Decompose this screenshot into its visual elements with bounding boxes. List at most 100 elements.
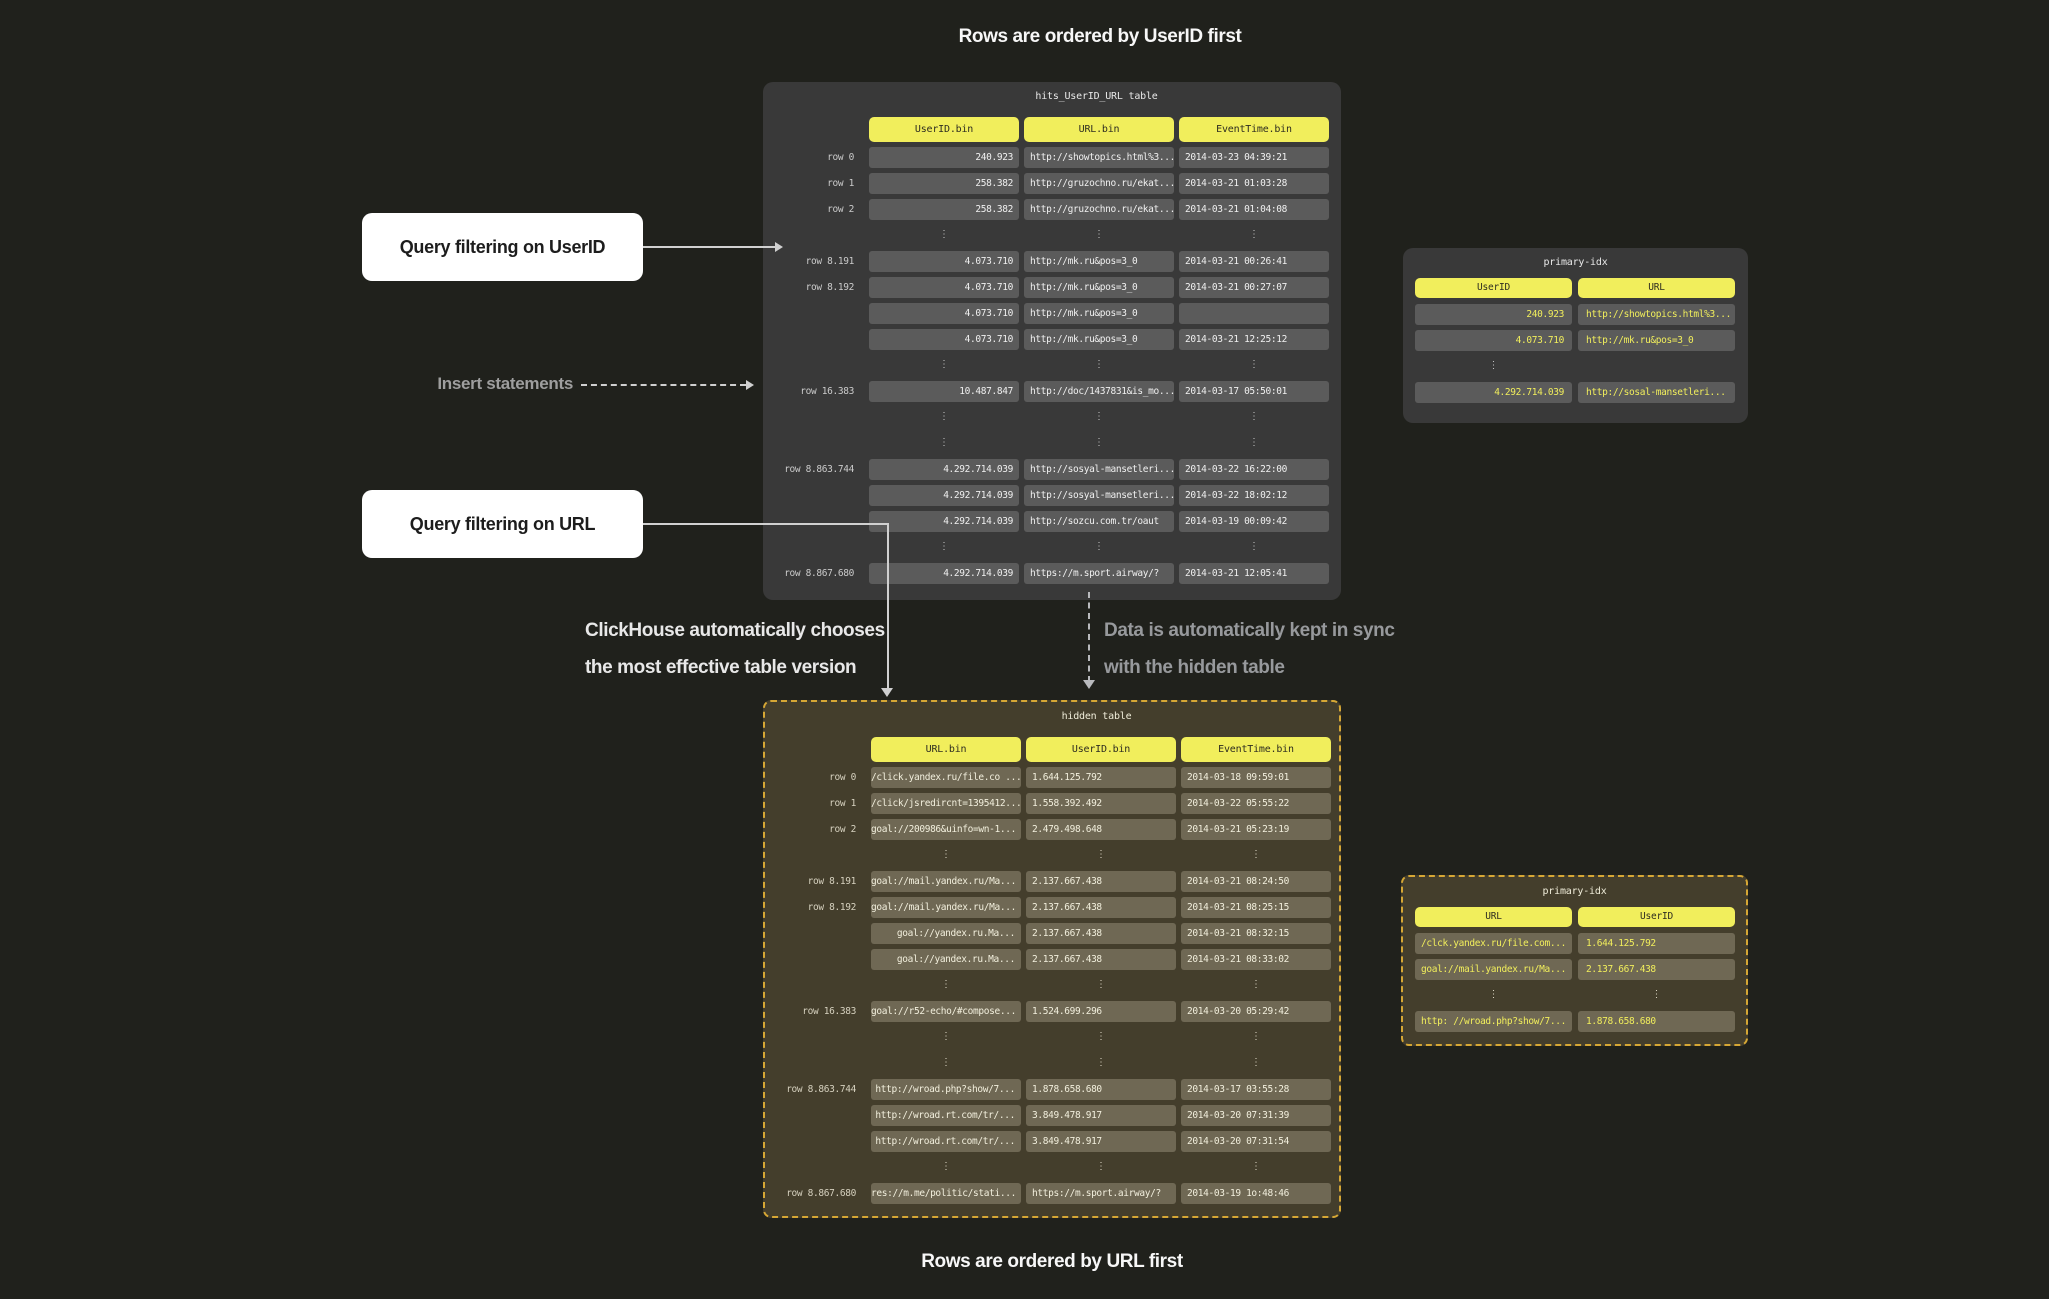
row-label — [775, 485, 864, 506]
note-line: Data is automatically kept in sync — [1104, 620, 1395, 641]
ellipsis: ⋮ — [1251, 979, 1261, 990]
ellipsis: ⋮ — [939, 359, 949, 370]
ellipsis: ⋮ — [1249, 541, 1259, 552]
cell: 4.073.710 — [869, 251, 1019, 272]
ellipsis-row: ⋮⋮⋮ — [775, 225, 1329, 246]
ellipsis: ⋮ — [941, 1161, 951, 1172]
row-label: row 0 — [827, 152, 854, 163]
cell: 2014-03-21 08:24:50 — [1181, 871, 1331, 892]
ellipsis: ⋮ — [1249, 229, 1259, 240]
arrow-sync-head-icon — [1083, 680, 1095, 689]
cell: 2.137.667.438 — [1026, 897, 1176, 918]
row-label — [775, 303, 864, 324]
cell: 2014-03-22 16:22:00 — [1179, 459, 1329, 480]
cell: http://sosyal-mansetleri... — [1024, 459, 1174, 480]
cell: 2014-03-20 05:29:42 — [1181, 1001, 1331, 1022]
cell: 2014-03-20 07:31:54 — [1181, 1131, 1331, 1152]
cell: res://m.me/politic/stati... — [871, 1183, 1021, 1204]
cell: 2014-03-21 08:25:15 — [1181, 897, 1331, 918]
cell: 2.137.667.438 — [1578, 959, 1735, 980]
cell: 2.479.498.648 — [1026, 819, 1176, 840]
ellipsis: ⋮ — [1488, 989, 1499, 1000]
ellipsis: ⋮ — [1096, 1057, 1106, 1068]
ellipsis: ⋮ — [939, 411, 949, 422]
row-label: row 8.191 — [807, 876, 857, 887]
row-label: row 8.192 — [805, 282, 855, 293]
arrow-insert-line — [581, 384, 746, 386]
ellipsis: ⋮ — [1094, 359, 1104, 370]
cell: 1.524.699.296 — [1026, 1001, 1176, 1022]
arrow-query-userid-line — [643, 246, 775, 248]
ellipsis-row: ⋮ ⋮ ⋮ — [777, 1053, 1327, 1074]
row-label — [777, 845, 866, 866]
ellipsis: ⋮ — [941, 1057, 951, 1068]
arrow-query-url-head-icon — [881, 688, 893, 697]
cell: http://sozcu.com.tr/oaut — [1024, 511, 1174, 532]
callout-query-filtering-userid: Query filtering on UserID — [362, 213, 643, 281]
row-label: row 0 — [829, 772, 856, 783]
cell: http://gruzochno.ru/ekat... — [1024, 173, 1174, 194]
callout-label: Query filtering on URL — [409, 513, 596, 534]
cell: 2014-03-21 00:26:41 — [1179, 251, 1329, 272]
table-row: row 0/click.yandex.ru/file.co ...1.644.1… — [777, 767, 1331, 788]
ellipsis: ⋮ — [1094, 411, 1104, 422]
row-label — [775, 433, 864, 454]
ellipsis: ⋮ — [1094, 437, 1104, 448]
cell: http://mk.ru&pos=3_0 — [1024, 303, 1174, 324]
cell: 2014-03-22 18:02:12 — [1179, 485, 1329, 506]
cell: 2.137.667.438 — [1026, 923, 1176, 944]
row-label — [775, 329, 864, 350]
row-label — [777, 949, 866, 970]
ellipsis-row: ⋮⋮⋮ — [775, 407, 1329, 428]
row-label — [775, 225, 864, 246]
row-label: row 2 — [829, 824, 856, 835]
row-label — [777, 1053, 866, 1074]
cell: 2014-03-21 12:25:12 — [1179, 329, 1329, 350]
column-header: URL.bin — [1024, 117, 1174, 142]
table-title: primary-idx — [1543, 257, 1608, 268]
ellipsis-row: ⋮⋮⋮ — [775, 433, 1329, 454]
ellipsis: ⋮ — [1094, 541, 1104, 552]
arrow-insert-head-icon — [746, 380, 754, 390]
callout-label: Query filtering on UserID — [399, 236, 606, 257]
table-title: hits_UserID_URL table — [1035, 91, 1158, 102]
cell: goal://yandex.ru.Ma... — [871, 923, 1021, 944]
row-label — [777, 1027, 866, 1048]
note-line: with the hidden table — [1104, 657, 1285, 678]
table-row: goal://mail.yandex.ru/Ma... 2.137.667.438 — [1415, 959, 1735, 980]
column-header: UserID.bin — [1026, 737, 1176, 762]
row-label — [777, 737, 866, 762]
cell: 2.137.667.438 — [1026, 949, 1176, 970]
row-label: row 8.867.680 — [784, 568, 854, 579]
ellipsis: ⋮ — [1251, 1057, 1261, 1068]
cell: http://sosal-mansetleri... — [1578, 382, 1735, 403]
cell: goal://mail.yandex.ru/Ma... — [1415, 959, 1572, 980]
row-label: row 8.867.680 — [786, 1188, 856, 1199]
row-label: row 1 — [827, 178, 854, 189]
cell: 4.292.714.039 — [869, 563, 1019, 584]
callout-query-filtering-url: Query filtering on URL — [362, 490, 643, 558]
ellipsis-row: ⋮⋮⋮ — [777, 1027, 1327, 1048]
row-label — [775, 511, 864, 532]
ellipsis: ⋮ — [1488, 360, 1499, 371]
ellipsis: ⋮ — [1096, 1161, 1106, 1172]
ellipsis: ⋮ — [1096, 1031, 1106, 1042]
cell: goal://mail.yandex.ru/Ma... — [871, 897, 1021, 918]
